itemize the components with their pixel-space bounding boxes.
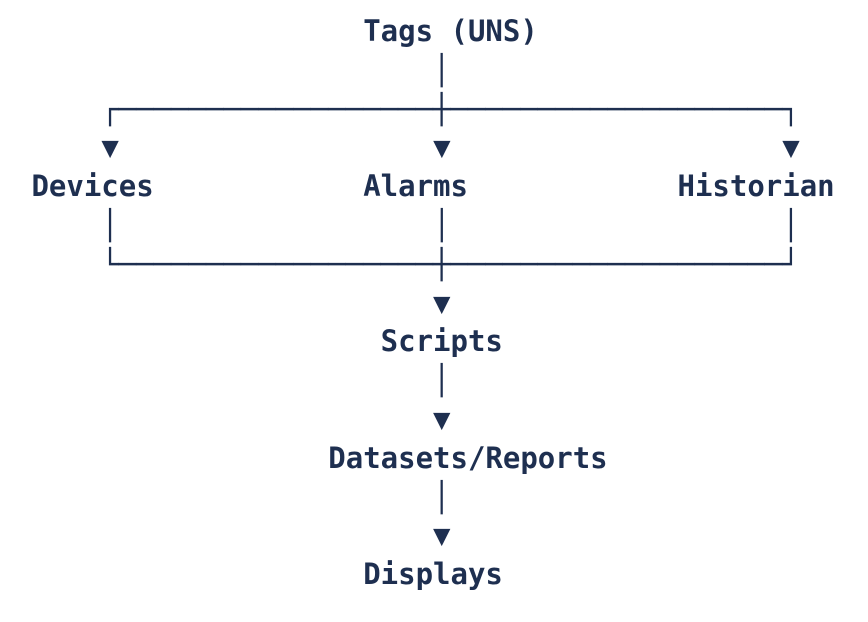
diagram-line: ┌──────────────────┼───────────────────┐ [14, 90, 868, 129]
diagram-line: ▼ [14, 400, 868, 439]
diagram-line: ▼ [14, 284, 868, 323]
vertical-connector: │ [433, 207, 451, 242]
vertical-connector: │ [101, 207, 119, 242]
arrow-down-icon: ▼ [782, 130, 800, 165]
node-datasets-reports: Datasets/Reports [328, 440, 608, 475]
diagram-line: Datasets/Reports [14, 439, 868, 478]
diagram-line: │ [14, 478, 868, 517]
diagram-line: ▼ ▼ ▼ [14, 128, 868, 167]
node-displays: Displays [363, 557, 503, 592]
node-alarms: Alarms [363, 169, 468, 204]
node-tags-uns: Tags (UNS) [363, 14, 538, 48]
arrow-down-icon: ▼ [433, 285, 451, 320]
diagram-line: │ [14, 361, 868, 400]
arrow-down-icon: ▼ [433, 401, 451, 436]
diagram-line: │ [14, 51, 868, 90]
flow-diagram: Tags (UNS) │ ┌──────────────────┼───────… [14, 12, 868, 594]
diagram-line: │ │ │ [14, 206, 868, 245]
vertical-connector: │ [433, 479, 451, 514]
arrow-down-icon: ▼ [101, 130, 119, 165]
branch-split-connector: ┌──────────────────┼───────────────────┐ [101, 91, 800, 126]
diagram-line: Devices Alarms Historian [14, 167, 868, 206]
node-devices: Devices [31, 169, 154, 204]
diagram-line: Tags (UNS) [14, 12, 868, 51]
vertical-connector: │ [433, 52, 451, 87]
vertical-connector: │ [433, 363, 451, 398]
diagram-line: Scripts [14, 322, 868, 361]
branch-merge-connector: └──────────────────┼───────────────────┘ [101, 246, 800, 281]
vertical-connector: │ [782, 207, 800, 242]
arrow-down-icon: ▼ [433, 518, 451, 553]
arrow-down-icon: ▼ [433, 130, 451, 165]
diagram-line: └──────────────────┼───────────────────┘ [14, 245, 868, 284]
node-historian: Historian [677, 169, 835, 204]
diagram-line: Displays [14, 555, 868, 594]
diagram-line: ▼ [14, 516, 868, 555]
node-scripts: Scripts [380, 324, 503, 359]
